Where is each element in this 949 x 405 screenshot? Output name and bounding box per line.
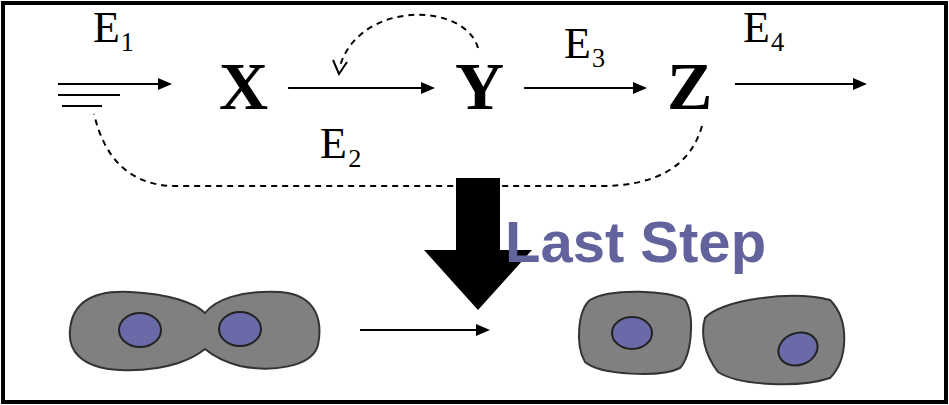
enzyme-label: E₁ <box>93 6 135 50</box>
metabolite-node: X <box>199 52 288 120</box>
reaction-arrow <box>524 82 647 94</box>
daughter-cell <box>703 296 844 384</box>
dividing-cell <box>70 292 320 370</box>
daughter-cell <box>579 292 691 374</box>
metabolite-node: Z <box>647 52 732 120</box>
arrow-line <box>524 87 635 89</box>
cell-nucleus <box>774 327 823 371</box>
metabolite-node: Y <box>435 52 524 120</box>
cell-nucleus <box>219 312 261 346</box>
enzyme-label: E₃ <box>564 22 606 66</box>
frame-border <box>3 3 946 402</box>
cell-nucleus <box>612 317 652 349</box>
arrow-line <box>288 87 423 89</box>
feedback-line <box>94 114 702 186</box>
arrow-head <box>476 324 490 336</box>
arrow-head <box>853 78 867 90</box>
reaction-arrow <box>288 82 435 94</box>
arrow-line <box>360 329 478 331</box>
metabolite-name: X <box>219 52 268 120</box>
precursor-symbol <box>58 84 160 106</box>
arrow-line <box>735 83 855 85</box>
metabolite-name: Y <box>455 52 504 120</box>
arrow-head <box>633 82 647 94</box>
enzyme-label: E₄ <box>743 6 785 50</box>
step-caption: Last Step <box>505 213 766 271</box>
arrow-head <box>158 78 172 90</box>
feedback-head <box>333 60 347 74</box>
enzyme-label: E₂ <box>320 122 362 166</box>
cell-nucleus <box>119 313 161 347</box>
metabolite-name: Z <box>667 52 712 120</box>
arrow-head <box>421 82 435 94</box>
